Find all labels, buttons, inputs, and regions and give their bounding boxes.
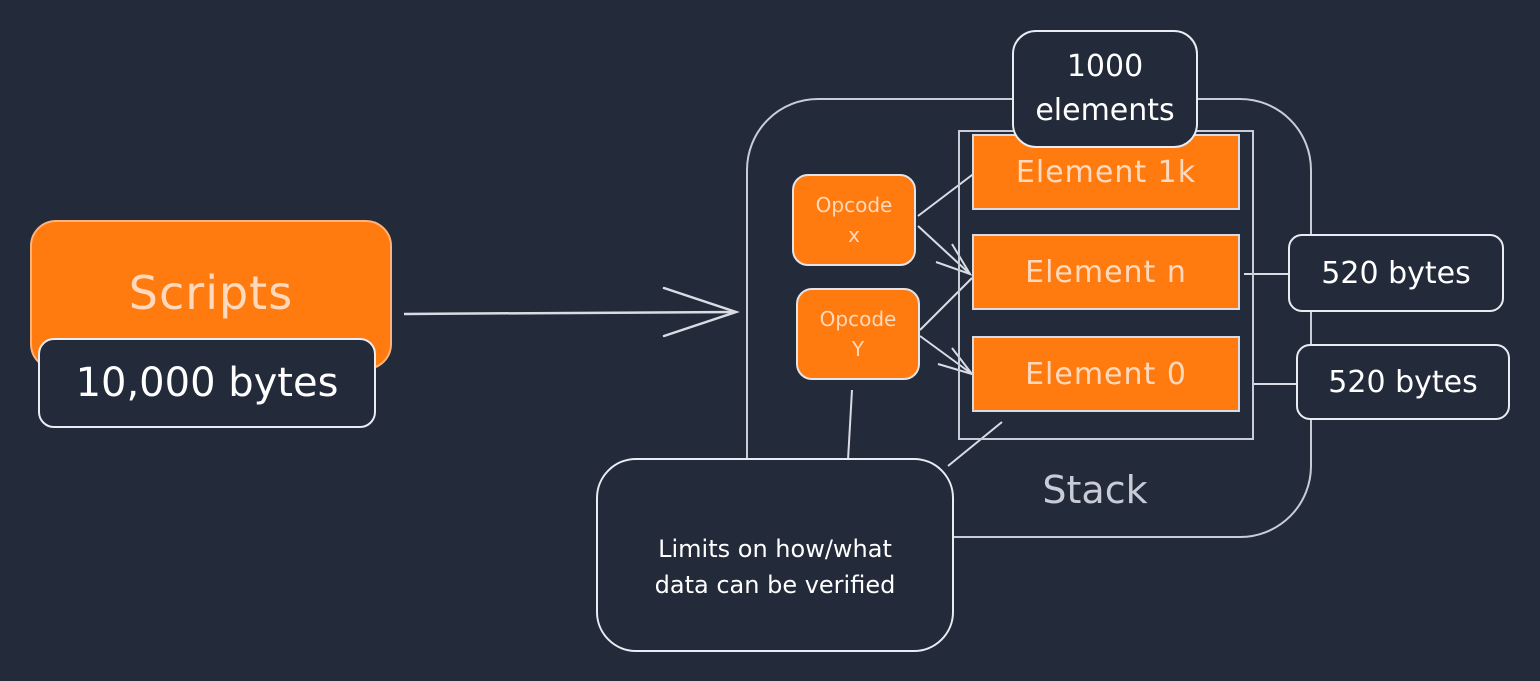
stack-element-n: Element n	[972, 234, 1240, 310]
opcode-y-to-element-n	[919, 277, 973, 331]
opcode-y-title: Opcode	[819, 307, 897, 331]
scripts-to-stack-arrowhead	[662, 286, 740, 338]
stack-label: Stack	[1042, 468, 1148, 512]
stack-capacity-unit: elements	[1035, 93, 1175, 128]
opcode-x-title: Opcode	[815, 193, 893, 217]
opcode-x-to-element-n	[917, 225, 971, 275]
element-n-label: Element n	[1025, 254, 1187, 290]
scripts-size-label: 10,000 bytes	[75, 360, 339, 406]
stack-capacity-box: 1000 elements	[1012, 30, 1198, 148]
limits-line-2: data can be verified	[654, 571, 896, 599]
element-0-label: Element 0	[1025, 356, 1187, 392]
opcode-x-box: Opcode x	[792, 174, 916, 266]
scripts-to-stack-arrow	[403, 310, 737, 316]
scripts-label: Scripts	[128, 266, 294, 320]
opcode-x-letter: x	[848, 223, 860, 247]
opcode-y-letter: Y	[851, 337, 865, 361]
limits-to-stack	[947, 421, 1003, 467]
scripts-size-box: 10,000 bytes	[38, 338, 376, 428]
element-0-size-label: 520 bytes	[1328, 364, 1478, 400]
element-0-size-box: 520 bytes	[1296, 344, 1510, 420]
stack-capacity-number: 1000	[1066, 49, 1144, 84]
stack-element-0: Element 0	[972, 336, 1240, 412]
limits-note-box: Limits on how/what data can be verified	[596, 458, 954, 652]
limits-line-1: Limits on how/what	[658, 535, 892, 563]
opcode-x-to-element-1k	[917, 171, 977, 217]
element-n-size-label: 520 bytes	[1321, 255, 1471, 291]
element-n-size-box: 520 bytes	[1288, 234, 1504, 312]
element-1k-label: Element 1k	[1015, 154, 1197, 190]
limits-to-opcode-y	[847, 389, 853, 461]
opcode-y-to-element-0	[919, 335, 973, 375]
opcode-y-box: Opcode Y	[796, 288, 920, 380]
